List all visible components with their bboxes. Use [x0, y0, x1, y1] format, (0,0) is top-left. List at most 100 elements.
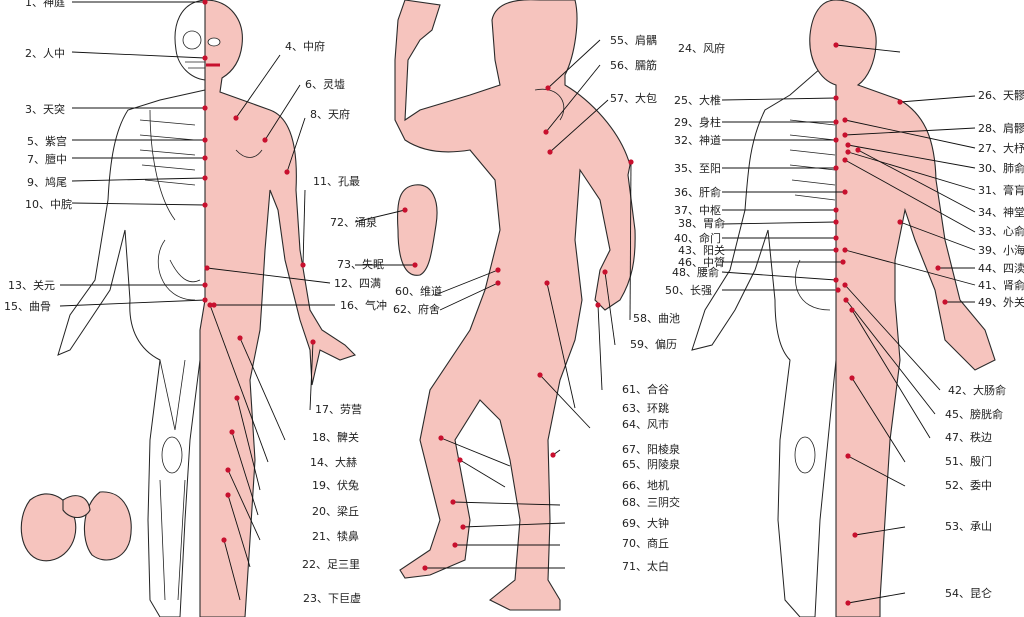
- acupoint-dot-p42: [842, 282, 848, 288]
- acupoint-label-p5: 5、紫宫: [27, 134, 67, 148]
- leader-line-p51: [851, 377, 906, 463]
- acupoint-dot-p4: [233, 115, 239, 121]
- acupoint-label-p22: 22、足三里: [302, 558, 360, 571]
- leader-line-p15: [59, 299, 206, 307]
- acupoint-dot-p32: [833, 137, 839, 143]
- leader-line-p34: [857, 149, 976, 213]
- acupoint-dot-p8: [284, 169, 290, 175]
- acupoint-label-p44: 44、四渎: [978, 261, 1024, 275]
- leader-line-p60: [434, 269, 499, 296]
- leader-line-p22: [227, 494, 251, 568]
- leader-line-p26: [899, 95, 976, 103]
- acupoint-dot-p55: [545, 85, 551, 91]
- acupoint-label-p24: 24、风府: [678, 41, 725, 55]
- acupoint-dot-p40: [833, 235, 839, 241]
- acupoint-dot-p49: [942, 299, 948, 305]
- acupoint-label-p49: 49、外关: [978, 295, 1024, 309]
- acupoint-label-p71: 71、太白: [622, 559, 669, 573]
- acupoint-dot-p31: [845, 149, 851, 155]
- leader-line-p33: [844, 159, 976, 233]
- acupoint-dot-p48: [833, 277, 839, 283]
- leader-line-p30: [847, 144, 976, 169]
- acupoint-label-p51: 51、殷门: [945, 454, 992, 468]
- leader-line-p17: [309, 341, 314, 411]
- acupoint-label-p35: 35、至阳: [674, 162, 721, 175]
- acupoint-label-p41: 41、肾俞: [978, 278, 1024, 292]
- leader-line-p58: [629, 161, 632, 321]
- acupoint-dot-p24: [833, 42, 839, 48]
- acupoint-label-p6: 6、灵墟: [305, 78, 345, 91]
- leader-line-p62: [439, 282, 499, 311]
- acupoint-dot-p43: [833, 247, 839, 253]
- acupoint-label-p29: 29、身柱: [674, 115, 721, 129]
- leader-line-p52: [847, 455, 906, 487]
- leader-line-p21: [227, 469, 261, 541]
- acupoint-label-p52: 52、委中: [945, 479, 992, 492]
- acupoint-dot-p69: [460, 524, 466, 530]
- acupoint-label-p53: 53、承山: [945, 520, 992, 533]
- acupoint-label-p38: 38、胃俞: [678, 216, 725, 230]
- acupoint-dot-p20: [229, 429, 235, 435]
- leader-line-p9: [71, 177, 206, 182]
- leader-line-p59: [604, 271, 616, 346]
- acupoint-label-p14: 14、大赫: [310, 455, 357, 469]
- acupoint-label-p45: 45、膀胱俞: [945, 407, 1003, 421]
- acupoint-dot-p47: [849, 307, 855, 313]
- acupoint-dot-p56: [543, 129, 549, 135]
- leader-line-p18: [239, 337, 286, 441]
- leader-line-p68: [452, 501, 561, 506]
- acupoint-label-p55: 55、肩髃: [610, 33, 657, 47]
- acupoint-label-p63: 63、环跳: [622, 401, 669, 415]
- leader-line-p45: [845, 299, 936, 415]
- leader-line-p24: [835, 44, 901, 53]
- acupoint-label-p66: 66、地机: [622, 478, 669, 492]
- acupoint-dot-p64: [537, 372, 543, 378]
- acupoint-dot-p38: [833, 219, 839, 225]
- acupoint-label-p40: 40、命门: [674, 231, 721, 245]
- leader-line-p28: [844, 127, 976, 136]
- acupoint-label-p73: 73、失眠: [337, 258, 384, 271]
- leader-line-p47: [851, 309, 931, 439]
- acupoint-dot-p52: [845, 453, 851, 459]
- leader-line-p39: [899, 221, 976, 251]
- acupoint-label-p2: 2、人中: [25, 47, 65, 60]
- acupoint-dot-p12: [204, 265, 210, 271]
- acupoint-label-p39: 39、小海: [978, 243, 1024, 257]
- acupoint-label-p54: 54、昆仑: [945, 586, 992, 600]
- leader-line-p2: [71, 51, 206, 59]
- pelvis-inset: [20, 491, 132, 562]
- acupoint-dot-p37: [833, 207, 839, 213]
- acupoint-label-p28: 28、肩髎: [978, 121, 1024, 135]
- acupoint-dot-p10: [202, 202, 208, 208]
- acupoint-label-p50: 50、长强: [665, 284, 712, 297]
- acupoint-dot-p67: [550, 452, 556, 458]
- acupoint-dot-p26: [897, 99, 903, 105]
- acupoint-label-p57: 57、大包: [610, 91, 657, 105]
- acupoint-label-p15: 15、曲骨: [4, 300, 51, 313]
- leader-line-p57: [549, 99, 609, 153]
- acupoint-label-p12: 12、四满: [334, 277, 381, 290]
- acupoint-markers: 1、神庭2、人中3、天突4、中府5、紫宫6、灵墟7、膻中8、天府9、鸠尾10、中…: [4, 0, 1024, 606]
- acupoint-label-p61: 61、合谷: [622, 382, 669, 396]
- leader-line-p64: [539, 374, 591, 429]
- acupoint-dot-p35: [833, 165, 839, 171]
- acupoint-dot-p59: [602, 269, 608, 275]
- acupoint-label-p27: 27、大杼: [978, 141, 1024, 155]
- acupoint-dot-p36: [842, 189, 848, 195]
- acupoint-dot-p50: [835, 287, 841, 293]
- acupoint-label-p13: 13、关元: [8, 278, 55, 292]
- acupoint-label-p70: 70、商丘: [622, 536, 669, 550]
- acupoint-dot-p28: [842, 132, 848, 138]
- leader-line-p65: [440, 437, 511, 467]
- acupoint-dot-p51: [849, 375, 855, 381]
- leader-line-p25: [721, 97, 837, 101]
- acupoint-label-p18: 18、髀关: [312, 430, 359, 444]
- acupoint-label-p1: 1、神庭: [25, 0, 65, 9]
- acupoint-dot-p63: [544, 280, 550, 286]
- acupoint-dot-p68: [450, 499, 456, 505]
- leader-line-p63: [546, 282, 576, 409]
- leader-line-p6: [264, 84, 301, 141]
- leader-line-p54: [847, 592, 906, 604]
- acupoint-label-p42: 42、大肠俞: [948, 383, 1006, 397]
- leader-line-p61: [597, 304, 603, 391]
